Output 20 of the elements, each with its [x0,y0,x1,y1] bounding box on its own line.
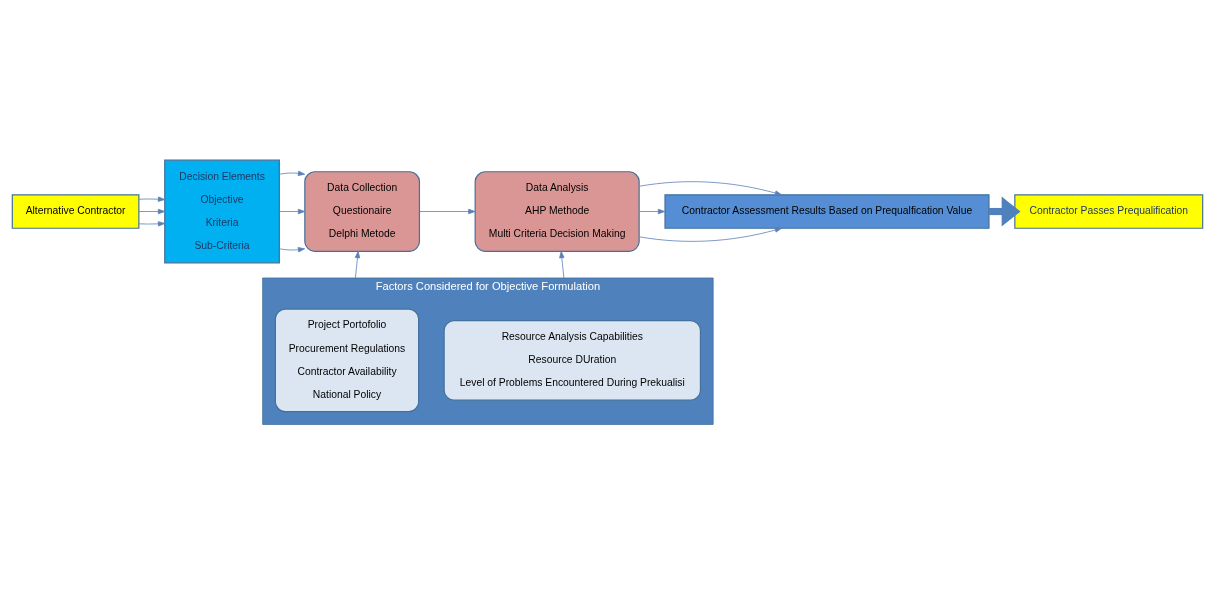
arrow [279,170,306,176]
node-box: Contractor Passes Prequalification [1014,193,1204,229]
arrow [138,220,166,226]
node-box: Project Portofolio Procurement Regulations Contractor Availability National Policy [274,307,420,412]
arrow [279,208,306,214]
arrow [638,208,666,214]
arrow [354,250,361,278]
node-box: Data Analysis AHP Methode Multi Criteria Decision Making [474,170,640,252]
node-box: Decision Elements Objective Kriteria Sub-Criteria [164,159,280,263]
arrow [638,226,782,242]
node-box: Alternative Contractor [11,193,140,229]
arrow [559,250,565,278]
node-box: Data Collection Questionaire Delphi Metode [304,170,421,252]
arrow [138,196,166,202]
node-box: Resource Analysis Capabilities Resource DUration Level of Problems Encountered During Prekualisi [443,319,702,401]
arrow [138,208,166,214]
node-box: Contractor Assessment Results Based on Prequalfication Value [664,193,990,229]
arrow [279,246,306,252]
arrow [638,180,782,196]
arrow [419,208,476,214]
